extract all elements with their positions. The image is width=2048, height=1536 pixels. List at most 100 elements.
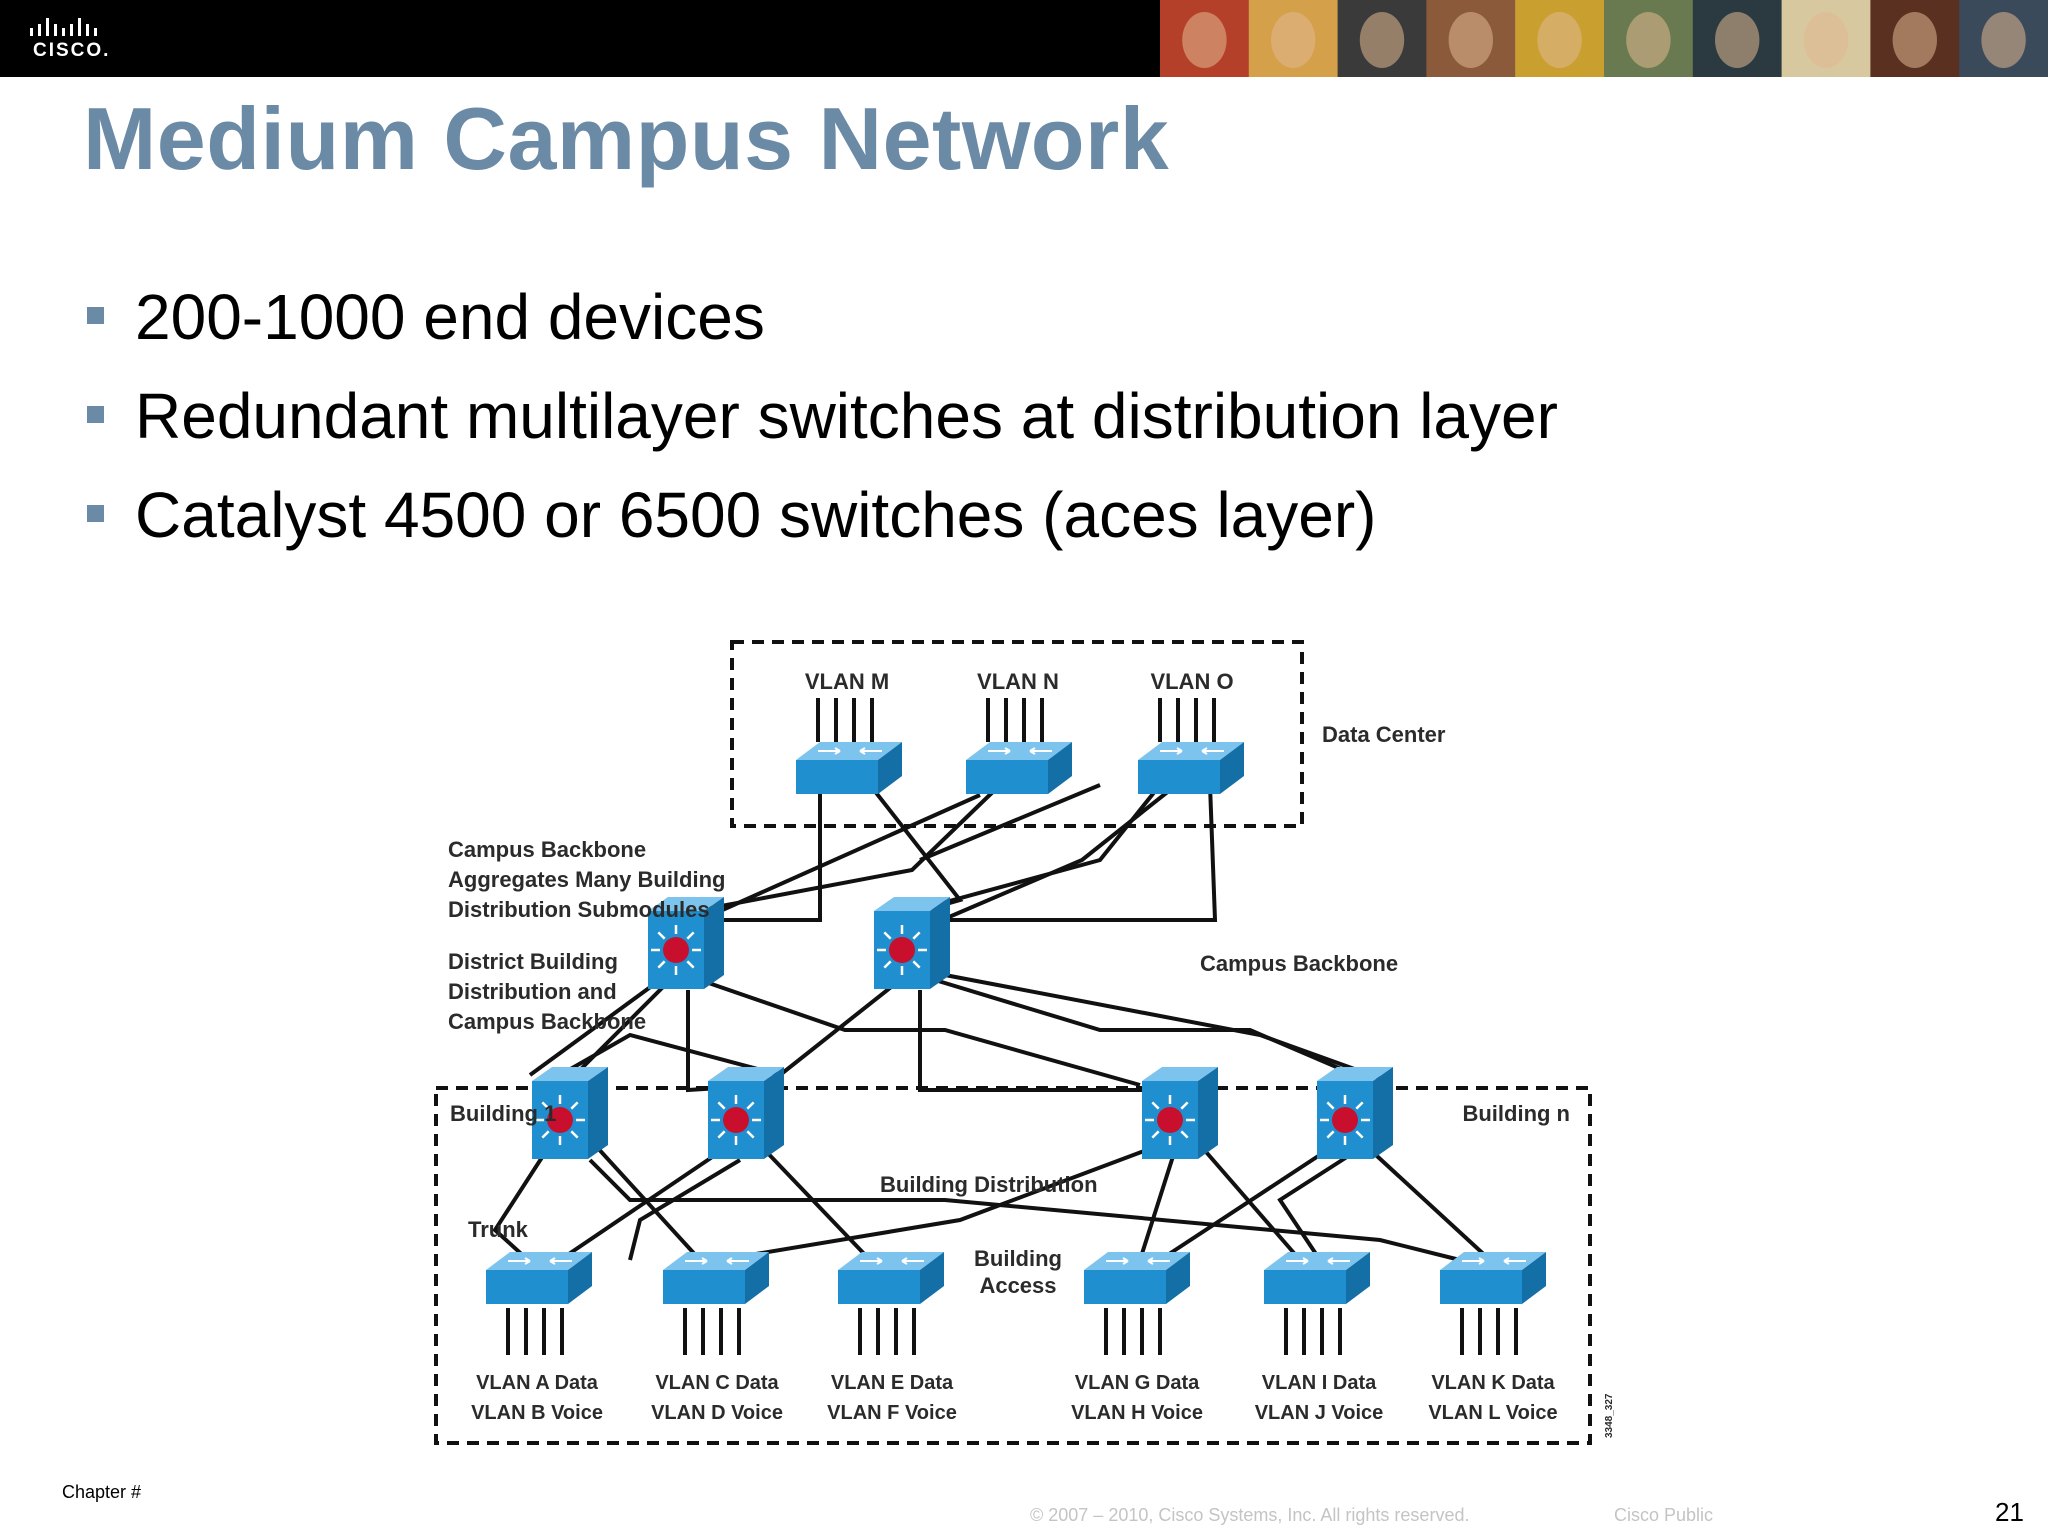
bullet-item: Catalyst 4500 or 6500 switches (aces lay… <box>85 478 1558 577</box>
link-line <box>941 788 1172 922</box>
access-vlan-data-label: VLAN C Data <box>655 1372 779 1394</box>
bullet-item: 200-1000 end devices <box>85 280 1558 379</box>
link-line <box>758 1143 872 1262</box>
link-line <box>879 783 1162 922</box>
bullet-text: Catalyst 4500 or 6500 switches (aces lay… <box>135 479 1377 551</box>
link-line <box>918 990 1190 1092</box>
backbone-note-line-2: Aggregates Many Building <box>448 867 725 892</box>
campus-backbone-switch-icon <box>648 897 724 989</box>
trunk-label: Trunk <box>468 1217 529 1242</box>
access-switch-icon <box>1440 1252 1546 1304</box>
access-switch-icon <box>1264 1252 1370 1304</box>
campus-backbone-switch-icon <box>874 897 950 989</box>
devices <box>486 742 1546 1304</box>
classification-label: Cisco Public <box>1614 1505 1714 1525</box>
link-line <box>492 1143 552 1262</box>
district-note-line-3: Campus Backbone <box>448 1009 646 1034</box>
access-vlan-data-label: VLAN E Data <box>831 1372 954 1394</box>
building-distribution-label: Building Distribution <box>880 1172 1098 1197</box>
link-line <box>1363 1143 1492 1262</box>
link-line <box>1138 1149 1177 1261</box>
access-switch-icon <box>486 1252 592 1304</box>
access-vlan-data-label: VLAN K Data <box>1431 1372 1555 1394</box>
district-note-line-1: District Building <box>448 949 618 974</box>
figure-id-label: 3348_327 <box>1604 1393 1615 1438</box>
link-line <box>919 783 1101 862</box>
bullet-square-icon <box>87 406 104 423</box>
building-distribution-switch-icon <box>1142 1067 1218 1159</box>
header-photo <box>1604 0 1694 77</box>
access-switch-icon <box>838 1252 944 1304</box>
building-n-label: Building n <box>1462 1101 1570 1126</box>
bullet-text: Redundant multilayer switches at distrib… <box>135 380 1558 452</box>
vlan-m-label: VLAN M <box>805 669 889 694</box>
access-switch-icon <box>1084 1252 1190 1304</box>
access-vlan-data-label: VLAN I Data <box>1262 1372 1377 1394</box>
access-vlan-voice-label: VLAN F Voice <box>827 1402 957 1424</box>
header-photo <box>1426 0 1517 77</box>
bullet-square-icon <box>87 307 104 324</box>
link-line <box>699 793 981 922</box>
building-1-label: Building 1 <box>450 1101 556 1126</box>
slide-title: Medium Campus Network <box>83 89 1170 188</box>
bullet-item: Redundant multilayer switches at distrib… <box>85 379 1558 478</box>
network-diagram: VLAN M VLAN N VLAN O Data Center Campus … <box>434 640 1615 1445</box>
header-photo <box>1870 0 1961 77</box>
district-note-line-2: Distribution and <box>448 979 617 1004</box>
header-photo <box>1781 0 1872 77</box>
link-line <box>559 978 902 1078</box>
link-line <box>558 1143 732 1262</box>
link-line <box>944 973 1386 1082</box>
building-access-label-line-1: Building <box>974 1246 1062 1271</box>
header-photo <box>1160 0 1250 77</box>
building-distribution-switch-icon <box>532 1067 608 1159</box>
access-vlan-voice-label: VLAN H Voice <box>1071 1402 1203 1424</box>
header-photo <box>1692 0 1783 77</box>
header-photo <box>1959 0 2048 77</box>
chapter-label: Chapter # <box>62 1482 142 1502</box>
link-line <box>573 978 672 1077</box>
link-line <box>699 783 1002 912</box>
link-line <box>528 978 662 1077</box>
data-center-label: Data Center <box>1322 722 1446 747</box>
access-vlan-voice-label: VLAN B Voice <box>471 1402 603 1424</box>
cisco-logo <box>30 18 97 36</box>
photo-strip <box>1160 0 2048 77</box>
data-center-switch-icon <box>1138 742 1244 794</box>
access-vlan-voice-label: VLAN J Voice <box>1255 1402 1384 1424</box>
link-line <box>719 1143 1161 1262</box>
link-line <box>934 978 1356 1077</box>
header-photo <box>1515 0 1605 77</box>
building-distribution-switch-icon <box>708 1067 784 1159</box>
header-bar: CISCO. <box>0 0 2048 77</box>
data-center-switch-icon <box>966 742 1072 794</box>
header-photo <box>1337 0 1428 77</box>
data-center-switch-icon <box>796 742 902 794</box>
vlan-n-label: VLAN N <box>977 669 1059 694</box>
logo-text: CISCO. <box>33 40 111 61</box>
data-center-box <box>730 640 1304 828</box>
vlan-o-label: VLAN O <box>1150 669 1233 694</box>
link-lines <box>492 698 1518 1355</box>
bullet-text: 200-1000 end devices <box>135 281 765 353</box>
campus-backbone-label: Campus Backbone <box>1200 951 1398 976</box>
access-vlan-voice-label: VLAN D Voice <box>651 1402 783 1424</box>
access-vlan-data-label: VLAN G Data <box>1075 1372 1200 1394</box>
bullet-list: 200-1000 end devices Redundant multilaye… <box>85 280 1558 577</box>
page-number: 21 <box>1995 1497 2024 1527</box>
link-line <box>940 784 1218 922</box>
access-switch-icon <box>663 1252 769 1304</box>
building-access-label-line-2: Access <box>979 1273 1056 1298</box>
access-vlan-data-label: VLAN A Data <box>476 1372 599 1394</box>
copyright-text: © 2007 – 2010, Cisco Systems, Inc. All r… <box>1030 1505 1470 1525</box>
building-distribution-switch-icon <box>1317 1067 1393 1159</box>
link-line <box>588 1158 1461 1262</box>
link-line <box>1277 1153 1352 1262</box>
link-line <box>1158 1143 1337 1262</box>
header-photo <box>1248 0 1339 77</box>
link-line <box>699 978 1141 1087</box>
backbone-note-line-3: Distribution Submodules <box>448 897 710 922</box>
access-vlan-voice-label: VLAN L Voice <box>1428 1402 1557 1424</box>
backbone-note-line-1: Campus Backbone <box>448 837 646 862</box>
bullet-square-icon <box>87 505 104 522</box>
